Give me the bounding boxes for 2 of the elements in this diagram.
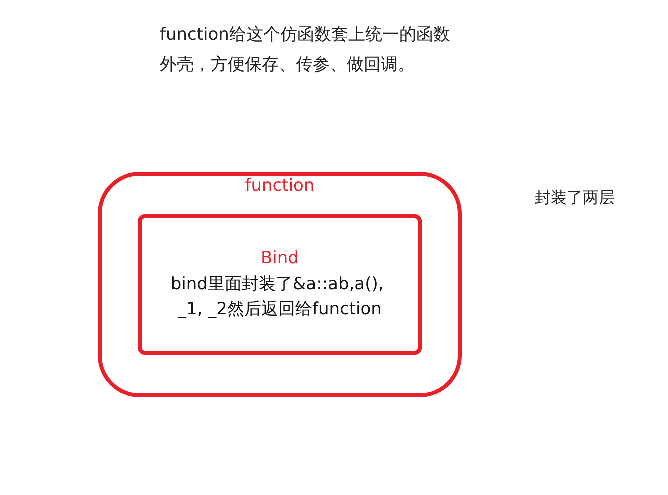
annotation-text: 封装了两层 bbox=[535, 188, 615, 209]
note-text: function给这个仿函数套上统一的函数外壳，方便保存、传参、做回调。 bbox=[160, 24, 452, 77]
